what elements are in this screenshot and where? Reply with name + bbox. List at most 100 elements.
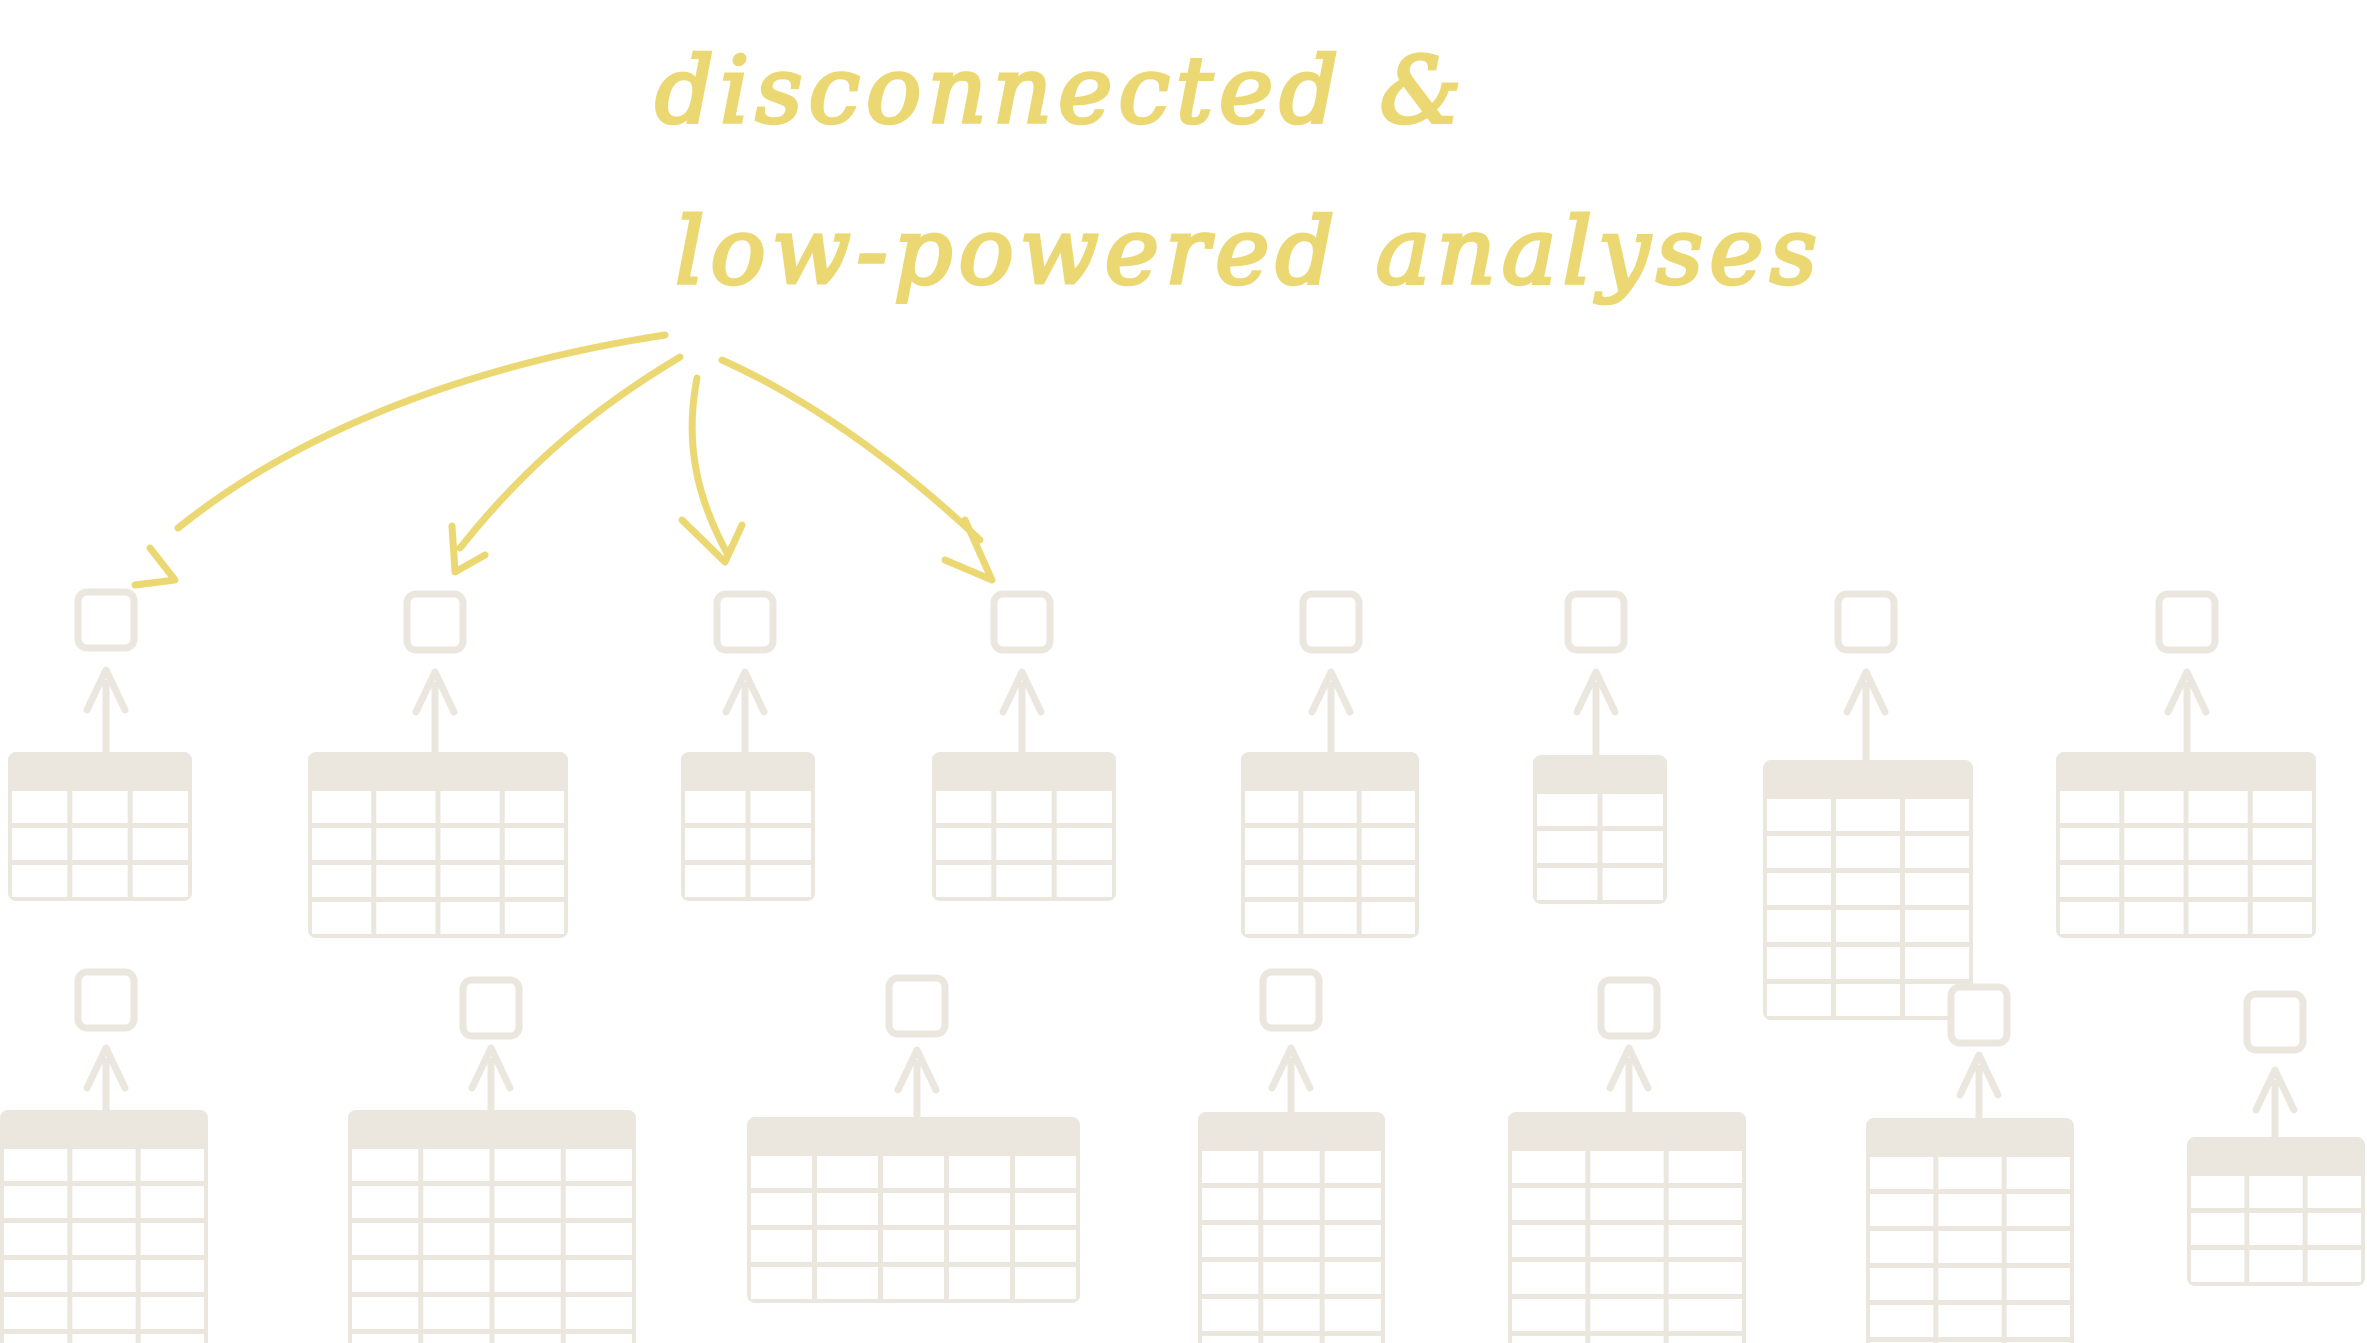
upward-arrow-icon [83, 1044, 129, 1110]
upward-arrow-icon [468, 1044, 514, 1110]
table-cell [1263, 1225, 1320, 1257]
table-cell [751, 1267, 812, 1299]
analysis-a1 [8, 588, 192, 901]
data-table-icon [932, 752, 1116, 901]
table-cell [72, 1334, 136, 1343]
table-cell [1905, 799, 1969, 831]
table-cell [1202, 1262, 1259, 1294]
table-cell [312, 902, 372, 934]
table-cell [352, 1186, 419, 1218]
table-cell [352, 1297, 419, 1329]
table-cell [1836, 873, 1900, 905]
table-cell [1836, 836, 1900, 868]
table-cell [1905, 836, 1969, 868]
table-cell [312, 865, 372, 897]
table-cell [2124, 828, 2184, 860]
table-cell [1512, 1188, 1586, 1220]
analysis-a4 [932, 590, 1116, 901]
table-cell [1590, 1336, 1664, 1343]
table-cell [1767, 799, 1831, 831]
data-table-icon [1763, 760, 1973, 1020]
title-to-analysis-arrow-1 [131, 331, 669, 589]
table-cell [2252, 828, 2312, 860]
analysis-result-square-icon [990, 590, 1054, 654]
table-cell [565, 1297, 632, 1329]
table-cell [1590, 1262, 1664, 1294]
table-cell [140, 1149, 204, 1181]
table-cell [1668, 1151, 1742, 1183]
table-cell [996, 791, 1052, 823]
table-cell [1767, 873, 1831, 905]
table-cell [1602, 831, 1663, 863]
table-cell [376, 865, 436, 897]
table-cell [1938, 1157, 2002, 1189]
table-cell [494, 1297, 561, 1329]
table-cell [423, 1149, 490, 1181]
table-cell [1361, 902, 1415, 934]
table-cell [1590, 1151, 1664, 1183]
table-cell [1245, 791, 1299, 823]
table-cell [1512, 1151, 1586, 1183]
upward-arrow-icon [2252, 1066, 2298, 1137]
upward-arrow-icon [1308, 668, 1354, 752]
table-cell [565, 1223, 632, 1255]
table-cell [4, 1297, 68, 1329]
table-cell [685, 791, 746, 823]
analysis-a10 [348, 976, 636, 1343]
data-table-icon [2187, 1137, 2365, 1286]
table-cell [2191, 1213, 2245, 1245]
analysis-result-square-icon [1299, 590, 1363, 654]
table-cell [751, 1230, 812, 1262]
table-cell [1512, 1299, 1586, 1331]
table-cell [1537, 794, 1598, 826]
table-cell [4, 1223, 68, 1255]
table-cell [1767, 836, 1831, 868]
data-table-icon [1508, 1112, 1746, 1343]
table-cell [1537, 868, 1598, 900]
table-cell [1202, 1336, 1259, 1343]
table-cell [883, 1193, 944, 1225]
data-table-icon [8, 752, 192, 901]
data-table-icon [2056, 752, 2316, 938]
table-cell [1202, 1299, 1259, 1331]
table-cell [1015, 1156, 1076, 1188]
table-cell [1905, 873, 1969, 905]
table-cell [565, 1186, 632, 1218]
table-cell [504, 828, 564, 860]
table-cell [2252, 791, 2312, 823]
table-cell [2006, 1231, 2070, 1263]
table-cell [2060, 902, 2120, 934]
table-cell [2124, 865, 2184, 897]
table-cell [352, 1334, 419, 1343]
table-cell [376, 791, 436, 823]
title-to-analysis-arrow-3 [678, 374, 746, 566]
table-cell [1905, 910, 1969, 942]
table-cell [2188, 791, 2248, 823]
table-cell [423, 1260, 490, 1292]
table-cell [1263, 1188, 1320, 1220]
table-cell [817, 1267, 878, 1299]
analysis-a15 [2187, 990, 2365, 1286]
table-cell [132, 828, 188, 860]
table-cell [2006, 1268, 2070, 1300]
table-cell [1767, 984, 1831, 1016]
table-cell [1512, 1262, 1586, 1294]
table-cell [423, 1186, 490, 1218]
table-cell [1263, 1262, 1320, 1294]
table-cell [2124, 902, 2184, 934]
analysis-a11 [747, 974, 1080, 1303]
data-table-icon [747, 1117, 1080, 1303]
analysis-a8 [2056, 590, 2316, 938]
upward-arrow-icon [1606, 1044, 1652, 1112]
table-cell [352, 1260, 419, 1292]
diagram-title-line-1: disconnected & [655, 37, 1467, 144]
analysis-a14 [1866, 983, 2074, 1343]
table-cell [936, 828, 992, 860]
table-cell [4, 1334, 68, 1343]
table-cell [2249, 1176, 2303, 1208]
table-cell [494, 1149, 561, 1181]
data-table-icon [1241, 752, 1419, 938]
table-cell [1668, 1225, 1742, 1257]
table-cell [1202, 1188, 1259, 1220]
